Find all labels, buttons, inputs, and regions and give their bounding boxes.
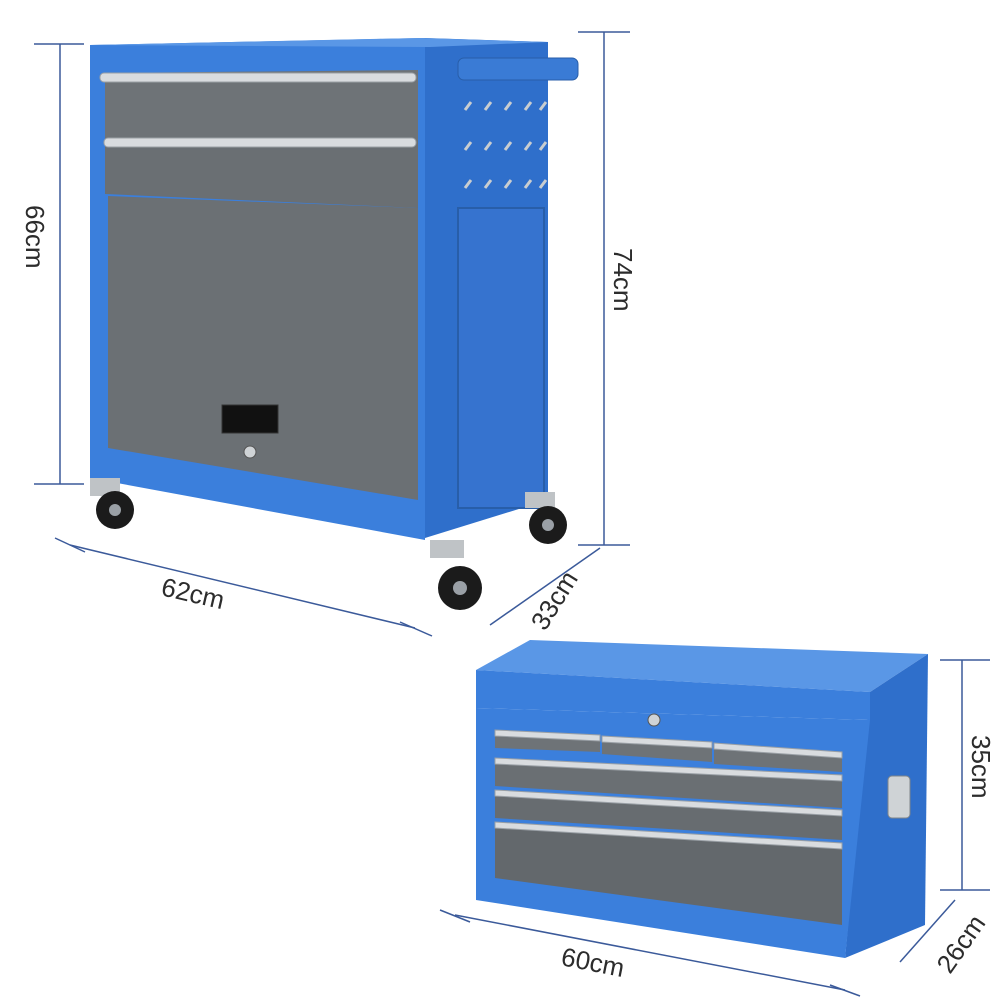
chest-side-panel (845, 654, 928, 958)
cart-side-door (457, 207, 545, 509)
chest-height-label: 35cm (966, 735, 996, 799)
chest-lid-top (476, 640, 928, 692)
cart-drawer-1 (105, 70, 418, 140)
chest-lock-icon (647, 713, 661, 727)
chest-drawer-2 (495, 758, 842, 808)
cart-total-height-label: 74cm (608, 248, 638, 312)
chest-drawer-4 (495, 822, 842, 925)
cart-drawer-1-handle (99, 72, 417, 83)
chest-drawer-handles (494, 729, 843, 850)
cart-height-label: 66cm (20, 205, 50, 269)
cart-wheels (90, 478, 567, 610)
cart-pegboard-hooks (463, 101, 548, 189)
chest-lid-front (476, 670, 870, 720)
tool-cart (90, 38, 579, 610)
cart-side-handle (457, 57, 579, 81)
cart-depth-label: 33cm (525, 565, 584, 635)
cart-door-lock-icon (243, 445, 257, 459)
cart-width-label: 62cm (159, 572, 228, 616)
cart-drawer-2 (105, 140, 418, 208)
dimension-lines (34, 31, 990, 997)
chest-side-handle (887, 775, 911, 819)
chest-drawer-3 (495, 790, 842, 840)
cart-top (90, 38, 548, 47)
cart-door-handle (221, 404, 279, 434)
tool-chest (476, 640, 928, 958)
cart-drawer-2-handle (103, 137, 417, 148)
chest-depth-label: 26cm (930, 909, 991, 978)
chest-width-label: 60cm (559, 941, 627, 983)
cart-cabinet-door (108, 196, 418, 500)
